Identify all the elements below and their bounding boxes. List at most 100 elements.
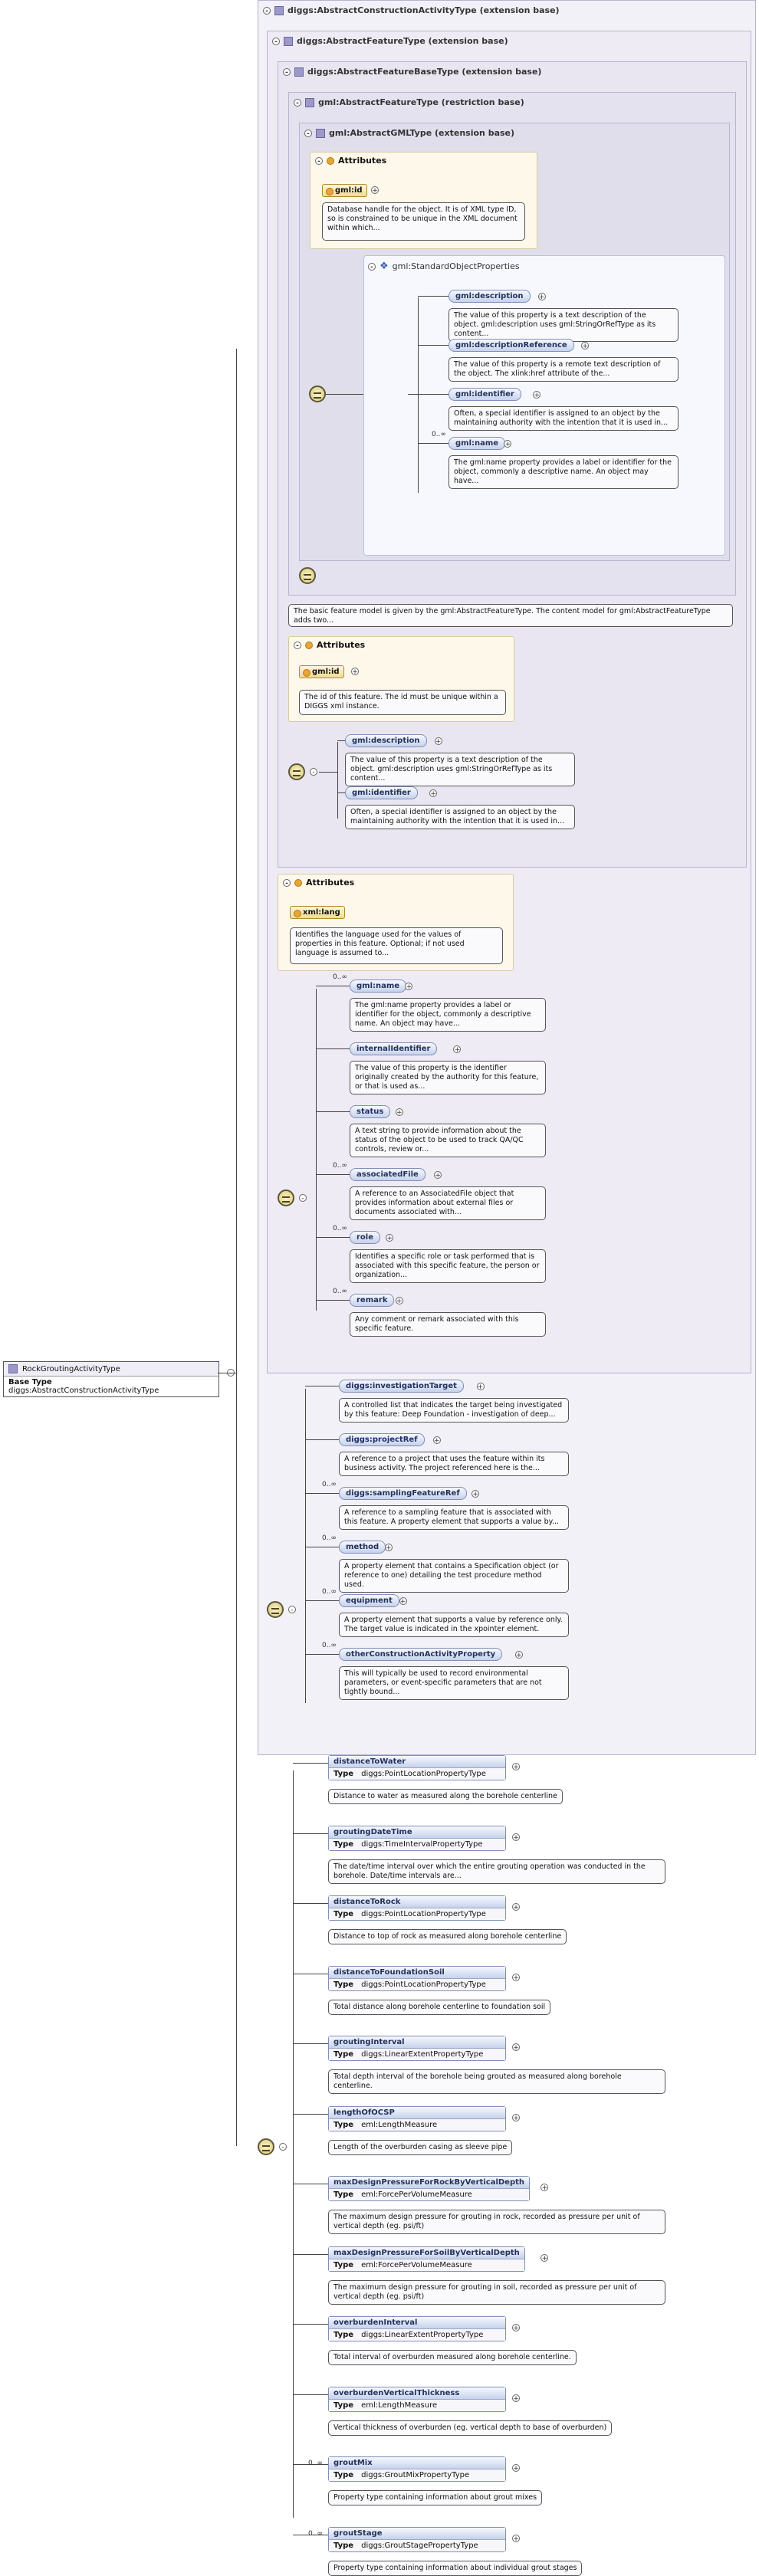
expand-toggle[interactable]: + [540,2184,549,2192]
collapse-toggle[interactable]: - [283,67,291,77]
element-internal-identifier-desc: The value of this property is the identi… [350,1061,546,1094]
attr-xml-lang[interactable]: xml:lang [290,906,345,919]
element-method[interactable]: method [339,1541,386,1554]
element-investigation-target-desc: A controlled list that indicates the tar… [339,1398,569,1423]
type-label: Type [334,2190,354,2199]
expand-toggle[interactable]: + [512,2324,520,2332]
connector [293,2043,328,2044]
element-status[interactable]: status [350,1105,391,1118]
attribute-icon [305,641,313,649]
expand-toggle[interactable]: + [512,2043,520,2052]
attr-gml-id[interactable]: gml:id [299,665,344,678]
element-name[interactable]: gml:name [350,980,407,993]
expand-toggle[interactable]: + [434,1171,442,1180]
collapse-toggle[interactable]: - [304,129,312,138]
element-sampling-feature-ref[interactable]: diggs:samplingFeatureRef [339,1487,467,1500]
collapse-toggle[interactable]: - [294,641,301,650]
element-internal-identifier[interactable]: internalIdentifier [350,1042,438,1055]
element-name: overburdenVerticalThickness [329,2387,505,2400]
collapse-toggle[interactable]: - [279,2143,287,2151]
collapse-toggle[interactable]: - [288,1606,296,1614]
element-other-construction-activity-property[interactable]: otherConstructionActivityProperty [339,1648,503,1661]
gml-feature-desc: The basic feature model is given by the … [288,604,733,627]
expand-toggle[interactable]: + [512,2464,520,2473]
expand-toggle[interactable]: + [405,983,413,991]
connector [316,989,317,1311]
collapse-toggle[interactable]: - [294,98,301,107]
expand-toggle[interactable]: + [395,1108,403,1117]
expand-toggle[interactable]: + [512,2394,520,2403]
expand-toggle[interactable]: + [371,186,379,195]
expand-toggle[interactable]: + [512,2534,520,2543]
expand-toggle[interactable]: + [512,1903,520,1911]
expand-toggle[interactable]: + [504,440,512,448]
collapse-toggle[interactable]: - [310,768,317,776]
type-label: Type [334,2120,354,2129]
expand-toggle[interactable]: + [351,668,359,676]
expand-toggle[interactable]: + [395,1297,403,1305]
expand-toggle[interactable]: + [533,391,541,399]
element-description-desc: The value of this property is a text des… [449,308,678,342]
root-element[interactable]: RockGroutingActivityType Base Type diggs… [3,1361,219,1397]
expand-toggle[interactable]: + [540,2253,549,2263]
element-name[interactable]: gml:name [449,437,506,450]
type-label: Type [334,1980,354,1989]
type-value: diggs:PointLocationPropertyType [361,1980,486,1989]
expand-toggle[interactable]: + [537,293,546,301]
connector [418,394,449,395]
expand-toggle[interactable]: + [512,1763,520,1771]
element-project-ref[interactable]: diggs:projectRef [339,1433,425,1446]
element-role[interactable]: role [350,1231,381,1244]
type-value: eml:ForcePerVolumeMeasure [361,2260,472,2269]
element-name: distanceToRock [329,1896,505,1908]
expand-toggle[interactable]: + [512,1833,520,1842]
element-description[interactable]: gml:description [449,290,531,303]
collapse-toggle[interactable]: - [263,6,271,15]
expand-toggle[interactable]: + [512,1973,520,1982]
attr-gml-id[interactable]: gml:id [322,184,367,197]
expand-toggle[interactable]: + [453,1045,462,1054]
element-description-reference[interactable]: gml:descriptionReference [449,339,574,352]
element-length-of-o-c-s-p-desc: Length of the overburden casing as sleev… [328,2139,513,2155]
element-associated-file[interactable]: associatedFile [350,1168,426,1181]
expand-toggle[interactable]: + [512,2113,520,2122]
expand-toggle[interactable]: + [472,1490,480,1498]
expand-toggle[interactable]: + [432,1436,441,1445]
element-remark[interactable]: remark [350,1294,395,1307]
expand-toggle[interactable]: + [514,1651,523,1659]
collapse-toggle[interactable]: - [283,878,291,888]
expand-toggle[interactable]: + [399,1597,407,1606]
element-name: overburdenInterval [329,2317,505,2329]
expand-toggle[interactable]: + [476,1383,485,1391]
element-identifier[interactable]: gml:identifier [345,786,418,799]
expand-toggle[interactable]: + [434,737,442,746]
element-description[interactable]: gml:description [345,734,427,747]
connector [293,2394,328,2395]
element-investigation-target[interactable]: diggs:investigationTarget [339,1380,464,1393]
expand-toggle[interactable]: + [384,1544,393,1552]
collapse-toggle[interactable]: - [272,37,280,46]
expand-toggle[interactable]: + [429,789,438,798]
collapse-toggle[interactable]: - [368,262,376,271]
complex-type-icon [284,36,293,46]
expand-toggle[interactable]: + [386,1234,394,1242]
expand-toggle[interactable]: + [581,342,590,350]
collapse-toggle[interactable]: - [315,156,323,166]
element-equipment[interactable]: equipment [339,1594,399,1607]
collapse-toggle[interactable]: - [299,1194,307,1203]
element-identifier[interactable]: gml:identifier [449,388,521,401]
